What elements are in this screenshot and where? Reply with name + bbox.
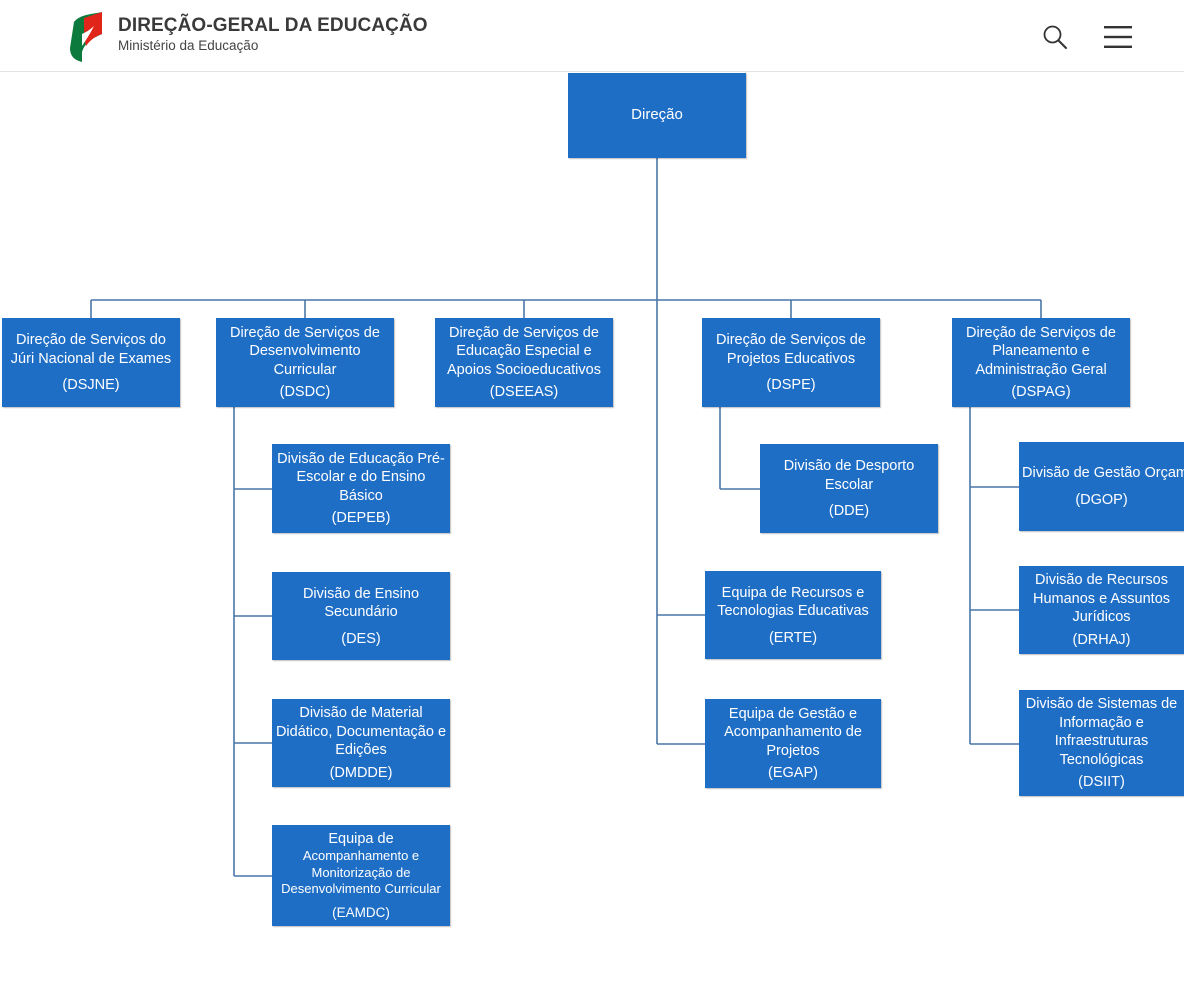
org-node-abbr: (DSJNE) — [62, 377, 120, 393]
org-node-dsjne: Direção de Serviços do Júri Nacional de … — [2, 318, 180, 407]
org-node-dgop: Divisão de Gestão Orçamental e Patrimoni… — [1019, 442, 1184, 531]
org-node-abbr: (EGAP) — [768, 765, 818, 782]
org-node-name: Divisão de Sistemas de Informação e Infr… — [1025, 696, 1178, 768]
dge-logo-icon[interactable] — [68, 12, 104, 62]
org-node-abbr: (DEPEB) — [331, 510, 391, 527]
org-node-name: Equipa de Gestão e Acompanhamento de Pro… — [724, 705, 862, 759]
org-node-depeb: Divisão de Educação Pré-Escolar e do Ens… — [272, 444, 450, 533]
org-chart: Direção Direção de Serviços do Júri Naci… — [0, 73, 1184, 1002]
org-node-name: Divisão de Recursos Humanos e Assuntos J… — [1032, 572, 1171, 626]
org-node-name: Direção de Serviços de Projetos Educativ… — [716, 332, 866, 367]
org-node-abbr: (DSDC) — [279, 384, 331, 401]
org-node-drhaj: Divisão de Recursos Humanos e Assuntos J… — [1019, 566, 1184, 654]
org-node-name: Equipa de Recursos e Tecnologias Educati… — [717, 584, 869, 620]
org-node-abbr: (DES) — [341, 630, 381, 647]
org-node-eamdc: Equipa de Acompanhamento e Monitorização… — [272, 825, 450, 926]
org-node-name: Divisão de Desporto Escolar — [783, 458, 915, 493]
org-node-dspag: Direção de Serviços de Planeamento e Adm… — [952, 318, 1130, 407]
org-node-des: Divisão de Ensino Secundário (DES) — [272, 572, 450, 660]
site-header: DIREÇÃO-GERAL DA EDUCAÇÃO Ministério da … — [0, 0, 1184, 72]
org-node-abbr: (DSPAG) — [1011, 384, 1071, 401]
org-node-dmdde: Divisão de Material Didático, Documentaç… — [272, 699, 450, 787]
org-node-name: Acompanhamento e Monitorização de Desenv… — [281, 848, 441, 896]
org-node-dde: Divisão de Desporto Escolar (DDE) — [760, 444, 938, 533]
org-node-abbr: (DSEEAS) — [489, 384, 559, 401]
org-node-abbr: (ERTE) — [768, 629, 818, 646]
org-node-dspe: Direção de Serviços de Projetos Educativ… — [702, 318, 880, 407]
org-node-abbr: (EAMDC) — [332, 904, 390, 920]
org-chart-connectors — [90, 158, 1042, 877]
org-node-name: Divisão de Material Didático, Documentaç… — [275, 705, 447, 759]
org-node-abbr: (DRHAJ) — [1072, 631, 1131, 648]
org-node-abbr: (DSIIT) — [1078, 774, 1125, 790]
hamburger-menu-icon[interactable] — [1102, 24, 1134, 50]
search-icon[interactable] — [1040, 22, 1070, 52]
org-node-name: Direção — [631, 106, 683, 124]
org-node-dsdc: Direção de Serviços de Desenvolvimento C… — [216, 318, 394, 407]
org-node-abbr: (DMDDE) — [329, 764, 393, 781]
org-node-name: Divisão de Educação Pré-Escolar e do Ens… — [277, 450, 445, 504]
org-node-abbr: (DGOP) — [1075, 491, 1128, 508]
site-title[interactable]: DIREÇÃO-GERAL DA EDUCAÇÃO — [118, 15, 428, 36]
org-node-dsiit: Divisão de Sistemas de Informação e Infr… — [1019, 690, 1184, 796]
org-node-erte: Equipa de Recursos e Tecnologias Educati… — [705, 571, 881, 659]
org-node-name-top: Equipa de — [328, 830, 394, 847]
org-node-dseeas: Direção de Serviços de Educação Especial… — [435, 318, 613, 407]
org-node-name: Direção de Serviços de Educação Especial… — [447, 324, 601, 378]
org-node-name: Divisão de Gestão Orçamental e Patrimoni… — [1022, 465, 1184, 482]
site-subtitle: Ministério da Educação — [118, 38, 259, 53]
org-node-name: Direção de Serviços de Desenvolvimento C… — [230, 324, 380, 378]
org-node-abbr: (DDE) — [828, 503, 870, 519]
org-node-name: Divisão de Ensino Secundário — [302, 585, 420, 621]
org-node-egap: Equipa de Gestão e Acompanhamento de Pro… — [705, 699, 881, 788]
org-node-direcao: Direção — [568, 73, 746, 158]
org-node-name: Direção de Serviços de Planeamento e Adm… — [966, 324, 1116, 378]
org-node-abbr: (DSPE) — [766, 377, 816, 393]
org-node-name: Direção de Serviços do Júri Nacional de … — [10, 332, 172, 367]
